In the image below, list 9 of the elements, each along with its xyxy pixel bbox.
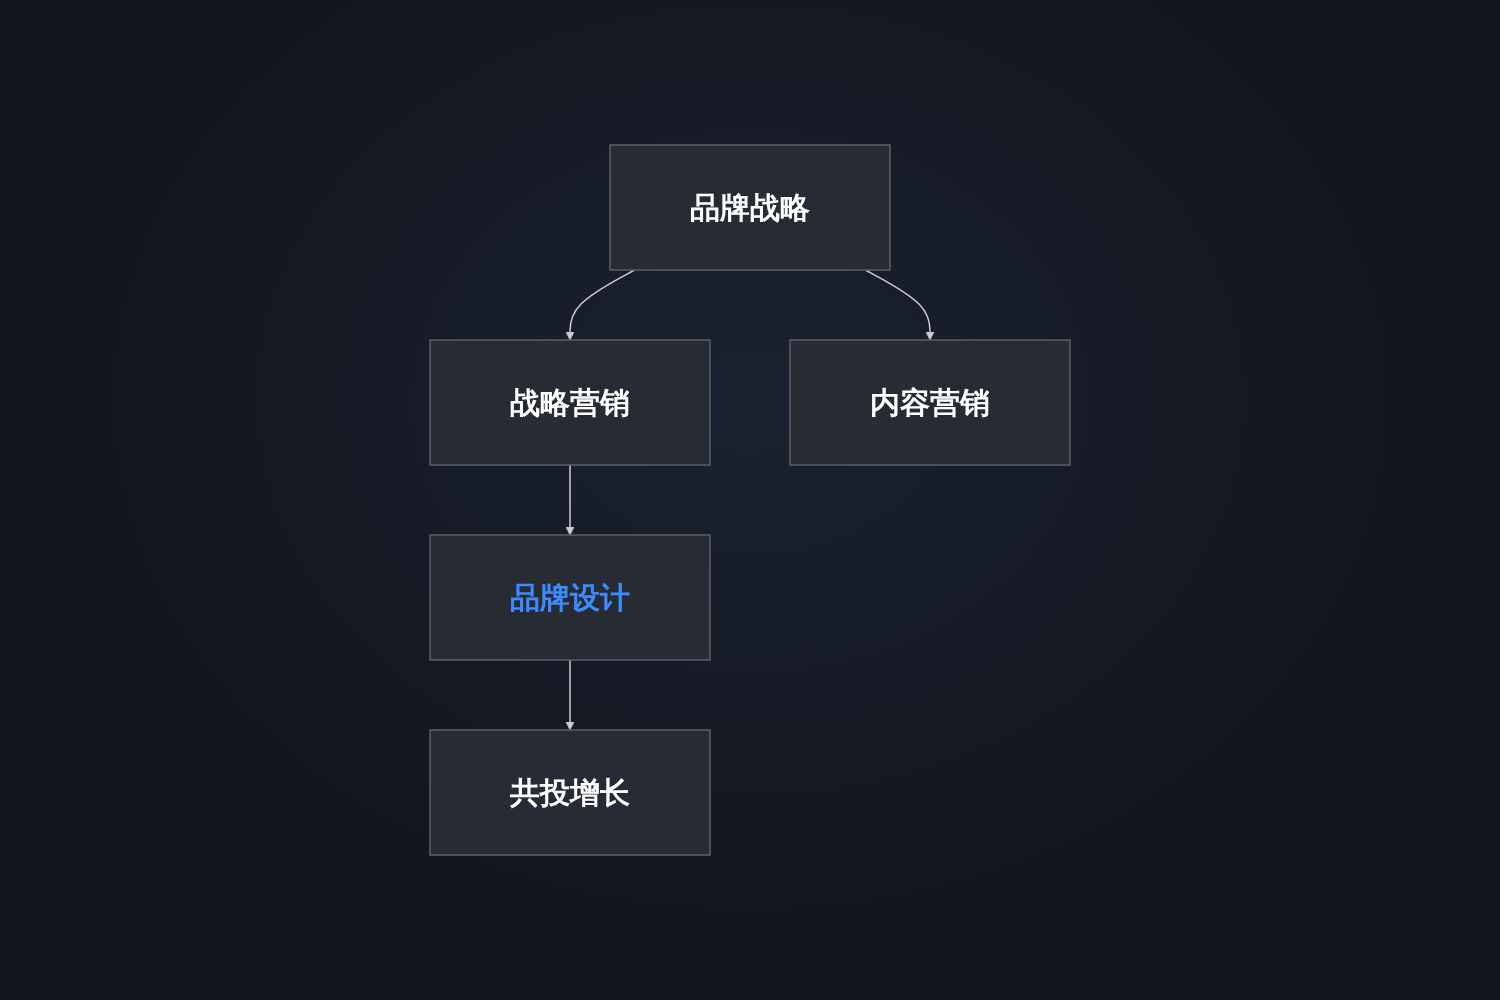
- arrow: [565, 269, 636, 341]
- node-box: 品牌设计: [429, 534, 711, 661]
- node-box: 品牌战略: [609, 144, 891, 271]
- node-box: 战略营销: [429, 339, 711, 466]
- arrow: [565, 659, 575, 731]
- node-box: 内容营销: [789, 339, 1071, 466]
- arrow: [565, 464, 575, 536]
- arrow: [864, 269, 935, 341]
- node-box: 共投增长: [429, 729, 711, 856]
